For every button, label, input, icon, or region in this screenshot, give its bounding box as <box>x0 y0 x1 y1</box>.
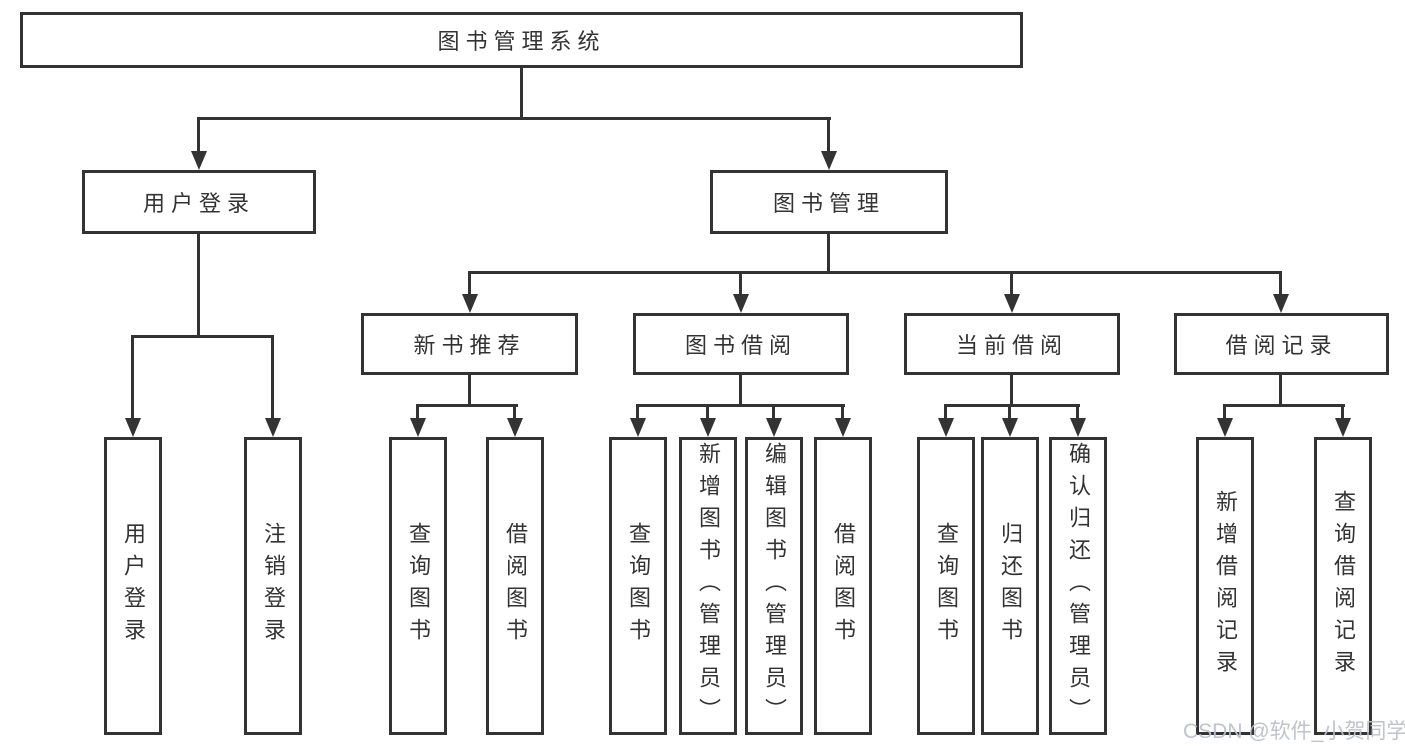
connector-stub-user-login <box>197 120 200 153</box>
leaf-return-book-label: 归还图书 <box>998 522 1023 650</box>
arrow-confirm-return <box>1070 418 1086 437</box>
arrow-add-borrow-record <box>1217 418 1233 437</box>
leaf-query-book-borrow-label: 查询图书 <box>626 522 651 650</box>
connector-level2-bar <box>468 271 1282 274</box>
node-borrow-records: 借阅记录 <box>1174 313 1389 375</box>
node-book-management-label: 图书管理 <box>772 191 885 216</box>
leaf-user-login: 用户登录 <box>104 437 162 735</box>
connector-stub-query-borrow-record <box>1341 407 1344 419</box>
connector-stub-return-book <box>1008 407 1011 419</box>
arrow-edit-book <box>766 418 782 437</box>
leaf-query-book-recommend-label: 查询图书 <box>406 522 431 650</box>
arrow-query-book-current <box>938 418 954 437</box>
connector-root-trunk <box>520 68 523 117</box>
leaf-query-borrow-record: 查询借阅记录 <box>1314 437 1372 735</box>
connector-borrow-records-bar <box>1223 404 1345 407</box>
connector-stub-add-book <box>706 407 709 419</box>
arrow-borrow-records <box>1273 294 1289 313</box>
leaf-logout: 注销登录 <box>244 437 302 735</box>
leaf-query-borrow-record-label: 查询借阅记录 <box>1331 490 1356 682</box>
arrow-user-login <box>191 151 207 170</box>
connector-user-login-trunk <box>197 234 200 335</box>
connector-stub-edit-book <box>772 407 775 419</box>
connector-stub-leaf-user-login <box>131 338 134 419</box>
node-new-book-recommend: 新书推荐 <box>361 313 578 375</box>
connector-stub-confirm-return <box>1076 407 1079 419</box>
leaf-confirm-return-admin: 确认归还（管理员） <box>1049 437 1107 735</box>
arrow-current-borrow <box>1004 294 1020 313</box>
arrow-borrow-book-recommend <box>507 418 523 437</box>
leaf-confirm-return-admin-label: 确认归还（管理员） <box>1066 442 1091 730</box>
connector-stub-new-book-recommend <box>468 274 471 296</box>
node-root-label: 图书管理系统 <box>437 29 606 54</box>
connector-book-management-trunk <box>827 234 830 271</box>
leaf-logout-label: 注销登录 <box>261 522 286 650</box>
connector-stub-add-borrow-record <box>1223 407 1226 419</box>
node-new-book-recommend-label: 新书推荐 <box>413 333 526 358</box>
arrow-query-book-borrow <box>630 418 646 437</box>
connector-level1-bar <box>197 117 831 120</box>
node-user-login-label: 用户登录 <box>142 191 255 216</box>
connector-stub-query-book-recommend <box>416 407 419 419</box>
node-borrow-records-label: 借阅记录 <box>1225 333 1338 358</box>
csdn-watermark: CSDN @软件_小贺同学 <box>1183 720 1405 743</box>
node-current-borrow-label: 当前借阅 <box>955 333 1068 358</box>
connector-borrow-records-trunk <box>1279 375 1282 404</box>
connector-stub-query-book-borrow <box>636 407 639 419</box>
leaf-query-book-borrow: 查询图书 <box>609 437 667 735</box>
arrow-add-book <box>700 418 716 437</box>
node-current-borrow: 当前借阅 <box>904 313 1120 375</box>
connector-stub-borrow-book-recommend <box>513 407 516 419</box>
node-root: 图书管理系统 <box>20 12 1023 68</box>
arrow-book-management <box>821 151 837 170</box>
node-book-borrow-label: 图书借阅 <box>684 333 797 358</box>
connector-stub-leaf-logout <box>271 338 274 419</box>
arrow-new-book-recommend <box>462 294 478 313</box>
connector-stub-current-borrow <box>1010 274 1013 296</box>
node-user-login: 用户登录 <box>82 170 316 234</box>
connector-stub-book-management <box>827 120 830 153</box>
arrow-book-borrow <box>733 294 749 313</box>
leaf-edit-book-admin: 编辑图书（管理员） <box>745 437 803 735</box>
leaf-borrow-book-borrow-label: 借阅图书 <box>831 522 856 650</box>
leaf-edit-book-admin-label: 编辑图书（管理员） <box>762 442 787 730</box>
leaf-query-book-current: 查询图书 <box>917 437 975 735</box>
connector-new-book-recommend-trunk <box>468 375 471 404</box>
connector-new-book-recommend-bar <box>416 404 518 407</box>
connector-book-borrow-trunk <box>739 375 742 404</box>
arrow-query-borrow-record <box>1335 418 1351 437</box>
arrow-borrow-book-borrow <box>835 418 851 437</box>
arrow-query-book-recommend <box>410 418 426 437</box>
connector-stub-book-borrow <box>739 274 742 296</box>
connector-stub-borrow-book-borrow <box>841 407 844 419</box>
arrow-leaf-logout <box>265 418 281 437</box>
leaf-add-borrow-record-label: 新增借阅记录 <box>1213 490 1238 682</box>
leaf-borrow-book-borrow: 借阅图书 <box>814 437 872 735</box>
arrow-return-book <box>1002 418 1018 437</box>
node-book-borrow: 图书借阅 <box>633 313 849 375</box>
connector-current-borrow-trunk <box>1010 375 1013 404</box>
connector-user-login-bar <box>131 335 274 338</box>
leaf-add-borrow-record: 新增借阅记录 <box>1196 437 1254 735</box>
leaf-user-login-label: 用户登录 <box>121 522 146 650</box>
connector-current-borrow-bar <box>944 404 1080 407</box>
leaf-add-book-admin-label: 新增图书（管理员） <box>696 442 721 730</box>
leaf-query-book-recommend: 查询图书 <box>389 437 447 735</box>
leaf-borrow-book-recommend: 借阅图书 <box>486 437 544 735</box>
leaf-borrow-book-recommend-label: 借阅图书 <box>503 522 528 650</box>
connector-stub-query-book-current <box>944 407 947 419</box>
leaf-add-book-admin: 新增图书（管理员） <box>679 437 737 735</box>
node-book-management: 图书管理 <box>710 170 948 234</box>
connector-stub-borrow-records <box>1279 274 1282 296</box>
arrow-leaf-user-login <box>125 418 141 437</box>
leaf-return-book: 归还图书 <box>981 437 1039 735</box>
connector-book-borrow-bar <box>636 404 845 407</box>
leaf-query-book-current-label: 查询图书 <box>934 522 959 650</box>
